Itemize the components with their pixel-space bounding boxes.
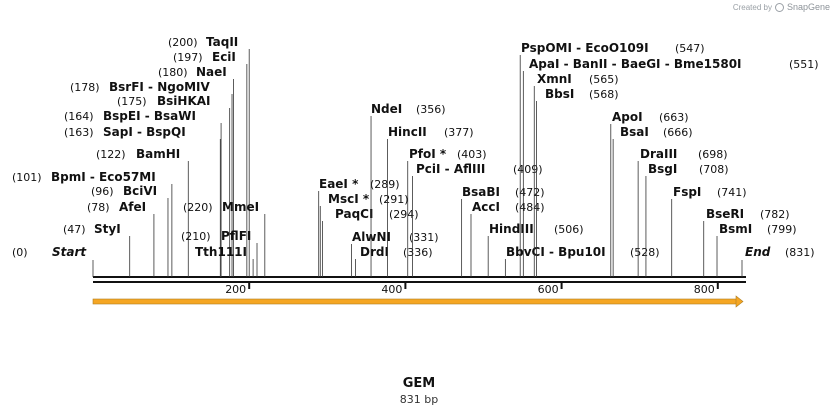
site-position-label: (210): [181, 230, 211, 243]
enzyme-site-label: DrdI: [360, 245, 389, 259]
enzyme-site-label: FspI: [673, 185, 701, 199]
site-position-label: (291): [379, 193, 409, 206]
enzyme-site-label: Tth111I: [195, 245, 247, 259]
plasmid-size: 831 bp: [399, 393, 439, 406]
site-position-label: (0): [12, 246, 28, 259]
site-position-label: (101): [12, 171, 42, 184]
site-position-label: (551): [789, 58, 819, 71]
end-label: End: [745, 245, 771, 259]
site-position-label: (377): [444, 126, 474, 139]
site-position-label: (331): [409, 231, 439, 244]
enzyme-site-label: BsgI: [648, 162, 677, 176]
enzyme-site-label: BsmI: [719, 222, 752, 236]
enzyme-site-label: PfoI *: [409, 147, 447, 161]
enzyme-site-label: ApoI: [612, 110, 643, 124]
enzyme-site-label: BbsI: [545, 87, 574, 101]
enzyme-site-label: DraIII: [640, 147, 677, 161]
enzyme-site-label: BsaI: [620, 125, 649, 139]
credit-brand: SnapGene: [786, 2, 830, 12]
site-position-label: (180): [158, 66, 188, 79]
site-position-label: (289): [370, 178, 400, 191]
site-position-label: (708): [699, 163, 729, 176]
site-position-label: (782): [760, 208, 790, 221]
site-position-label: (831): [785, 246, 815, 259]
enzyme-site-label: AfeI: [119, 200, 146, 214]
site-position-label: (96): [91, 185, 114, 198]
feature-arrow-head: [735, 295, 744, 308]
credit-text: Created by: [732, 2, 772, 12]
site-position-label: (403): [457, 148, 487, 161]
enzyme-site-label: ApaI - BanII - BaeGI - Bme1580I: [529, 57, 742, 71]
snapgene-credit: Created by SnapGene: [733, 2, 830, 12]
site-position-label: (175): [117, 95, 147, 108]
site-position-label: (409): [513, 163, 543, 176]
site-position-label: (506): [554, 223, 584, 236]
site-position-label: (472): [515, 186, 545, 199]
enzyme-site-label: PciI - AflIII: [416, 162, 485, 176]
feature-arrow-body: [92, 298, 738, 305]
enzyme-site-label: BseRI: [706, 207, 744, 221]
enzyme-site-label: HindIII: [489, 222, 534, 236]
enzyme-site-label: MmeI: [222, 200, 259, 214]
enzyme-site-label: StyI: [94, 222, 121, 236]
site-position-label: (197): [173, 51, 203, 64]
site-position-label: (47): [63, 223, 86, 236]
enzyme-site-label: AccI: [472, 200, 500, 214]
enzyme-site-label: BspEI - BsaWI: [103, 109, 196, 123]
ruler-tick-label: 600: [538, 283, 559, 296]
enzyme-site-label: PspOMI - EcoO109I: [521, 41, 649, 55]
enzyme-site-label: XmnI: [537, 72, 572, 86]
enzyme-site-label: PaqCI: [335, 207, 373, 221]
snapgene-logo-icon: [774, 2, 784, 12]
enzyme-site-label: SapI - BspQI: [103, 125, 186, 139]
enzyme-site-label: PflFI: [221, 229, 251, 243]
enzyme-site-label: NdeI: [371, 102, 402, 116]
site-position-label: (547): [675, 42, 705, 55]
enzyme-site-label: BpmI - Eco57MI: [51, 170, 156, 184]
site-position-label: (178): [70, 81, 100, 94]
plasmid-name: GEM: [402, 376, 436, 391]
enzyme-site-label: BsaBI: [462, 185, 500, 199]
enzyme-site-label: BsrFI - NgoMIV: [109, 80, 210, 94]
enzyme-site-label: HincII: [388, 125, 427, 139]
start-label: Start: [52, 245, 87, 259]
enzyme-site-label: BsiHKAI: [157, 94, 211, 108]
site-position-label: (220): [183, 201, 213, 214]
site-position-label: (666): [663, 126, 693, 139]
enzyme-site-label: BciVI: [123, 184, 157, 198]
site-position-label: (698): [698, 148, 728, 161]
ruler-tick-label: 200: [225, 283, 246, 296]
enzyme-site-label: AlwNI: [352, 230, 391, 244]
site-position-label: (799): [767, 223, 797, 236]
site-position-label: (122): [96, 148, 126, 161]
site-position-label: (336): [403, 246, 433, 259]
site-position-label: (663): [659, 111, 689, 124]
site-position-label: (484): [515, 201, 545, 214]
site-position-label: (294): [389, 208, 419, 221]
site-position-label: (200): [168, 36, 198, 49]
enzyme-site-label: NaeI: [196, 65, 227, 79]
site-position-label: (163): [64, 126, 94, 139]
ruler-tick-label: 400: [381, 283, 402, 296]
site-position-label: (356): [416, 103, 446, 116]
enzyme-site-label: TaqII: [206, 35, 238, 49]
site-position-label: (528): [630, 246, 660, 259]
enzyme-site-label: EaeI *: [319, 177, 359, 191]
enzyme-site-label: EciI: [212, 50, 236, 64]
enzyme-site-label: MscI *: [328, 192, 370, 206]
site-position-label: (741): [717, 186, 747, 199]
site-position-label: (78): [87, 201, 110, 214]
enzyme-site-label: BbvCI - Bpu10I: [506, 245, 606, 259]
site-position-label: (164): [64, 110, 94, 123]
ruler-tick-label: 800: [694, 283, 715, 296]
enzyme-site-label: BamHI: [136, 147, 180, 161]
site-position-label: (565): [589, 73, 619, 86]
site-position-label: (568): [589, 88, 619, 101]
